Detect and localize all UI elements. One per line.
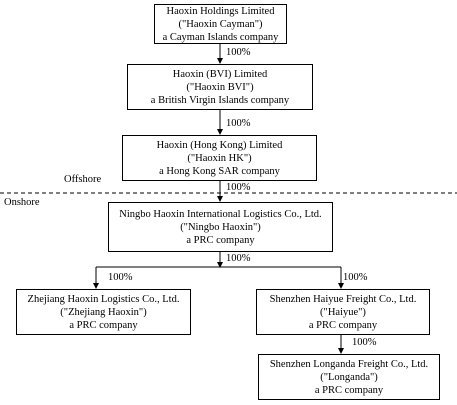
ownership-label: 100% [226,47,251,58]
entity-alias: ("Zhejiang Haoxin") [60,306,147,318]
ownership-label: 100% [108,272,133,283]
entity-type: a Hong Kong SAR company [159,165,280,177]
entity-name: Haoxin (Hong Kong) Limited [156,139,283,151]
entity-name: Zhejiang Haoxin Logistics Co., Ltd. [27,293,180,305]
entity-name: Haoxin (BVI) Limited [172,68,268,80]
region-label-onshore: Onshore [4,197,40,208]
entity-type: a Cayman Islands company [162,31,279,43]
entity-alias: ("Haiyue") [320,306,366,318]
entity-alias: ("Haoxin Cayman") [178,18,263,30]
entity-box-longanda: Shenzhen Longanda Freight Co., Ltd. ("Lo… [258,354,440,400]
ownership-label: 100% [343,272,368,283]
entity-box-haiyue: Shenzhen Haiyue Freight Co., Ltd. ("Haiy… [256,289,430,335]
entity-alias: ("Haoxin HK") [187,152,252,164]
entity-box-zhejiang: Zhejiang Haoxin Logistics Co., Ltd. ("Zh… [16,289,191,335]
entity-name: Shenzhen Longanda Freight Co., Ltd. [269,358,429,370]
entity-type: a PRC company [308,319,378,331]
ownership-label: 100% [226,118,251,129]
entity-type: a PRC company [69,319,138,331]
entity-alias: ("Ningbo Haoxin") [180,221,261,233]
entity-box-hk: Haoxin (Hong Kong) Limited ("Haoxin HK")… [122,135,317,181]
entity-box-ningbo: Ningbo Haoxin International Logistics Co… [108,202,333,252]
entity-alias: ("Longanda") [320,371,378,383]
entity-box-cayman: Haoxin Holdings Limited ("Haoxin Cayman"… [154,4,287,44]
ownership-label: 100% [226,253,251,264]
entity-alias: ("Haoxin BVI") [186,81,254,93]
entity-name: Haoxin Holdings Limited [166,5,275,17]
region-label-offshore: Offshore [64,174,102,185]
entity-type: a PRC company [186,234,255,246]
entity-box-bvi: Haoxin (BVI) Limited ("Haoxin BVI") a Br… [127,64,313,110]
entity-type: a PRC company [314,384,384,396]
entity-name: Ningbo Haoxin International Logistics Co… [119,208,322,220]
entity-name: Shenzhen Haiyue Freight Co., Ltd. [269,293,417,305]
ownership-label: 100% [226,182,251,193]
ownership-label: 100% [352,337,377,348]
entity-type: a British Virgin Islands company [150,94,290,106]
